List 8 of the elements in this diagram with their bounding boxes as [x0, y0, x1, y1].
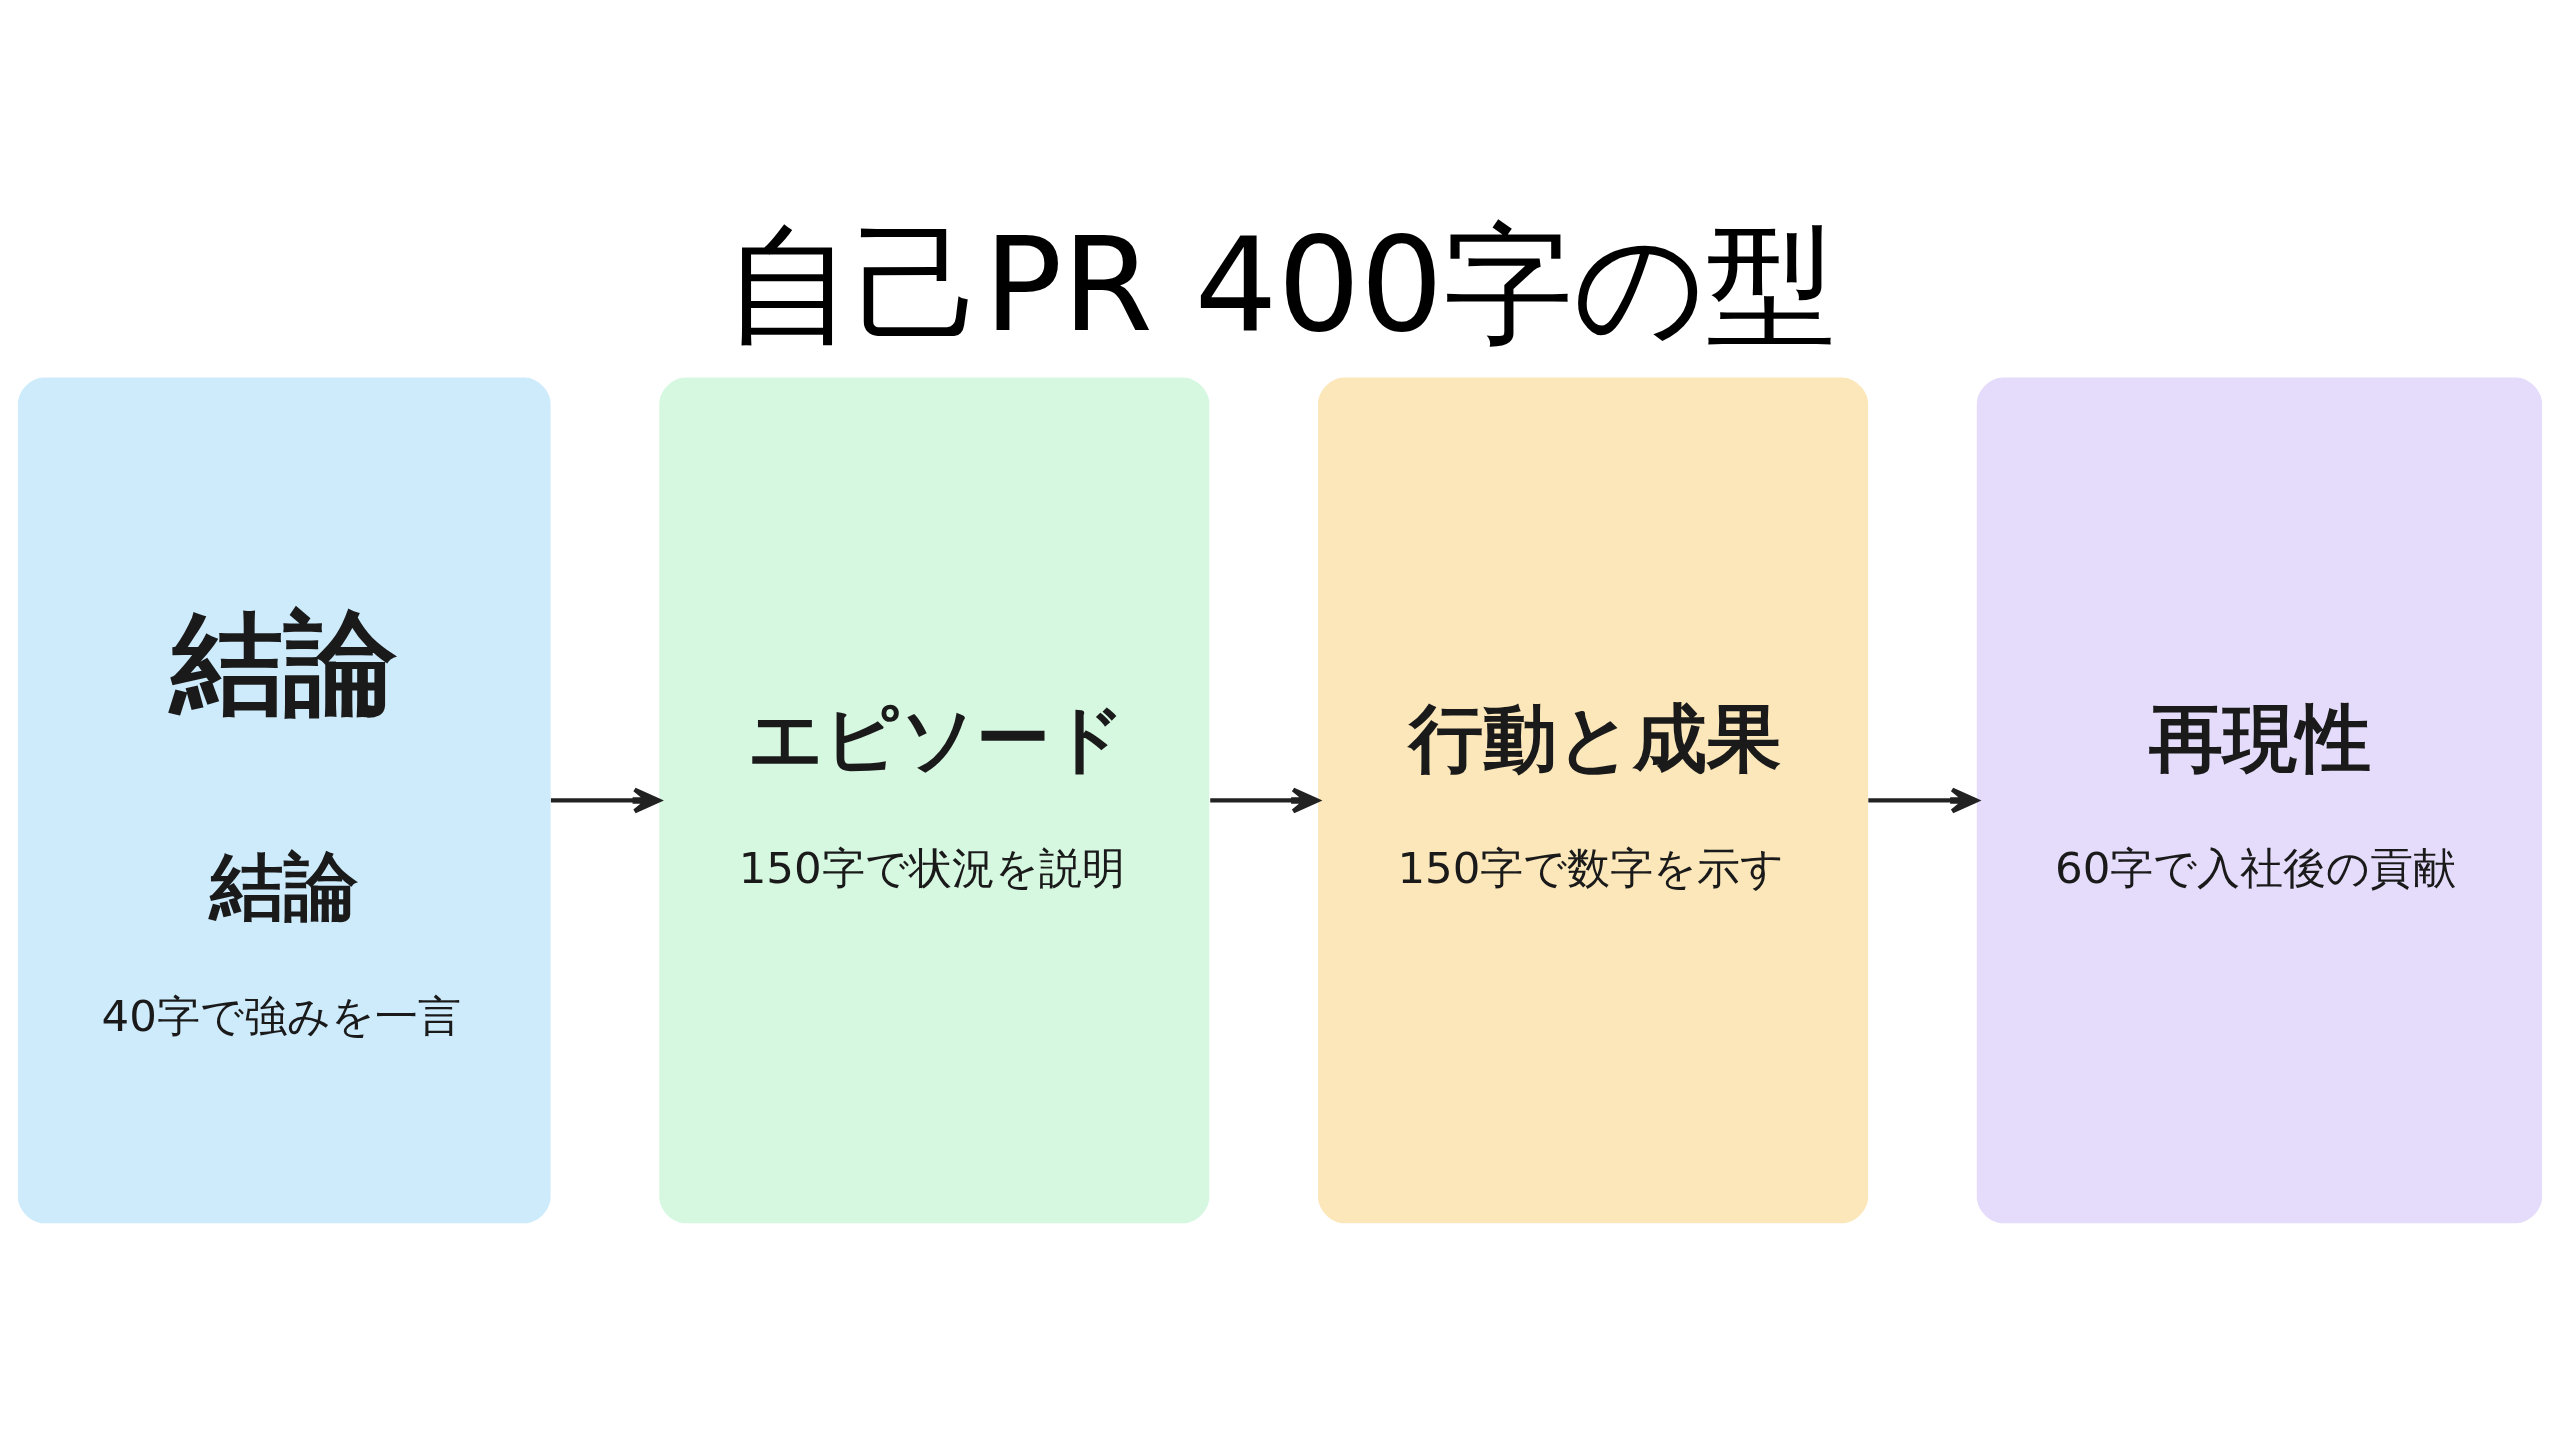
node-box: 再現性 60字で入社後の貢献 [1976, 377, 2543, 1224]
node-box: エピソード 150字で状況を説明 [659, 377, 1210, 1224]
diagram-title: 自己PR 400字の型 [723, 208, 1837, 361]
arrow [1210, 787, 1320, 814]
arrow [550, 787, 661, 814]
node-box: 結論 結論 40字で強みを一言 [17, 377, 551, 1224]
node-box: 行動と成果 150字で数字を示す [1318, 377, 1869, 1224]
arrow [1868, 787, 1979, 814]
